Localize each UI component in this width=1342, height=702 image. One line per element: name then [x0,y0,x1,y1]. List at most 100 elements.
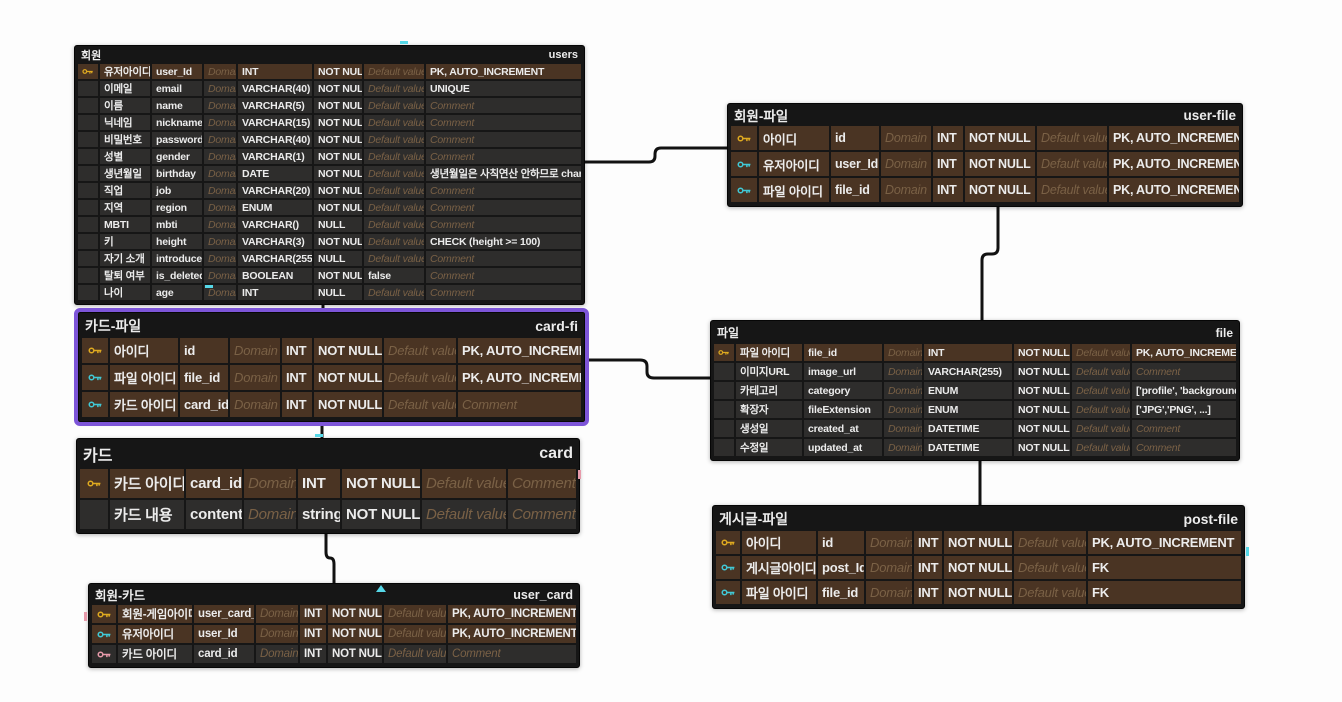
key-cell-empty [80,500,108,529]
column-comment: FK [1088,581,1241,604]
column-row-gender[interactable]: 성별genderDomainVARCHAR(1)NOT NULLDefault … [78,149,581,164]
column-logical-name: 수정일 [736,439,802,456]
foreign-key-icon [716,581,740,604]
column-type: DATETIME [924,420,1012,437]
column-physical-name: password [152,132,202,147]
relationship-user-file-file[interactable] [980,200,1000,322]
column-default: Default value [364,81,424,96]
column-default: Default value [422,469,506,498]
column-logical-name: 유저아이디 [759,152,829,176]
post-file-right-anchor [1246,547,1249,556]
column-type: VARCHAR() [238,217,312,232]
column-domain: Domain [204,166,236,181]
column-type: VARCHAR(255) [238,251,312,266]
column-domain: Domain [884,382,922,399]
relationship-card-file-file[interactable] [587,358,712,380]
relationship-users-user-file[interactable] [583,146,729,164]
column-comment: Comment [426,149,581,164]
column-logical-name: 파일 아이디 [759,178,829,202]
column-physical-name: mbti [152,217,202,232]
key-cell-empty [714,439,734,456]
column-domain: Domain [884,401,922,418]
primary-key-icon [82,338,108,363]
column-comment: FK [1088,556,1241,579]
table-physical-name: card-fi [535,317,578,334]
column-comment: PK, AUTO_INCREMENT [458,338,581,363]
column-row-password[interactable]: 비밀번호passwordDomainVARCHAR(40)NOT NULLDef… [78,132,581,147]
column-type: INT [914,556,942,579]
column-default: Default value [384,625,446,643]
column-physical-name: region [152,200,202,215]
key-cell-empty [78,115,98,130]
table-user-card[interactable]: 회원-카드user_card회원-게임아이디user_card_idDomain… [88,583,580,668]
column-default: Default value [1014,556,1086,579]
column-type: ENUM [924,382,1012,399]
column-row-introduce[interactable]: 자기 소개introduceDomainVARCHAR(255)NULLDefa… [78,251,581,266]
column-comment: Comment [426,115,581,130]
column-row-email[interactable]: 이메일emailDomainVARCHAR(40)NOT NULLDefault… [78,81,581,96]
column-physical-name: file_id [818,581,864,604]
column-type: INT [298,469,340,498]
column-type: ENUM [238,200,312,215]
column-row-nickname[interactable]: 닉네임nicknameDomainVARCHAR(15)NOT NULLDefa… [78,115,581,130]
column-default: Default value [364,200,424,215]
column-logical-name: 비밀번호 [100,132,150,147]
column-type: INT [238,285,312,300]
column-default: Default value [1014,531,1086,554]
column-comment: Comment [508,469,576,498]
users-bottom-anchor [205,285,213,288]
foreign-key-icon [731,178,757,202]
column-physical-name: card_id [180,392,228,417]
column-logical-name: 자기 소개 [100,251,150,266]
column-type: VARCHAR(40) [238,81,312,96]
column-nullable: NOT NULL [314,166,362,181]
column-default: Default value [1072,420,1130,437]
column-physical-name: created_at [804,420,882,437]
relationship-card-user-card[interactable] [324,529,336,585]
column-default: Default value [364,115,424,130]
